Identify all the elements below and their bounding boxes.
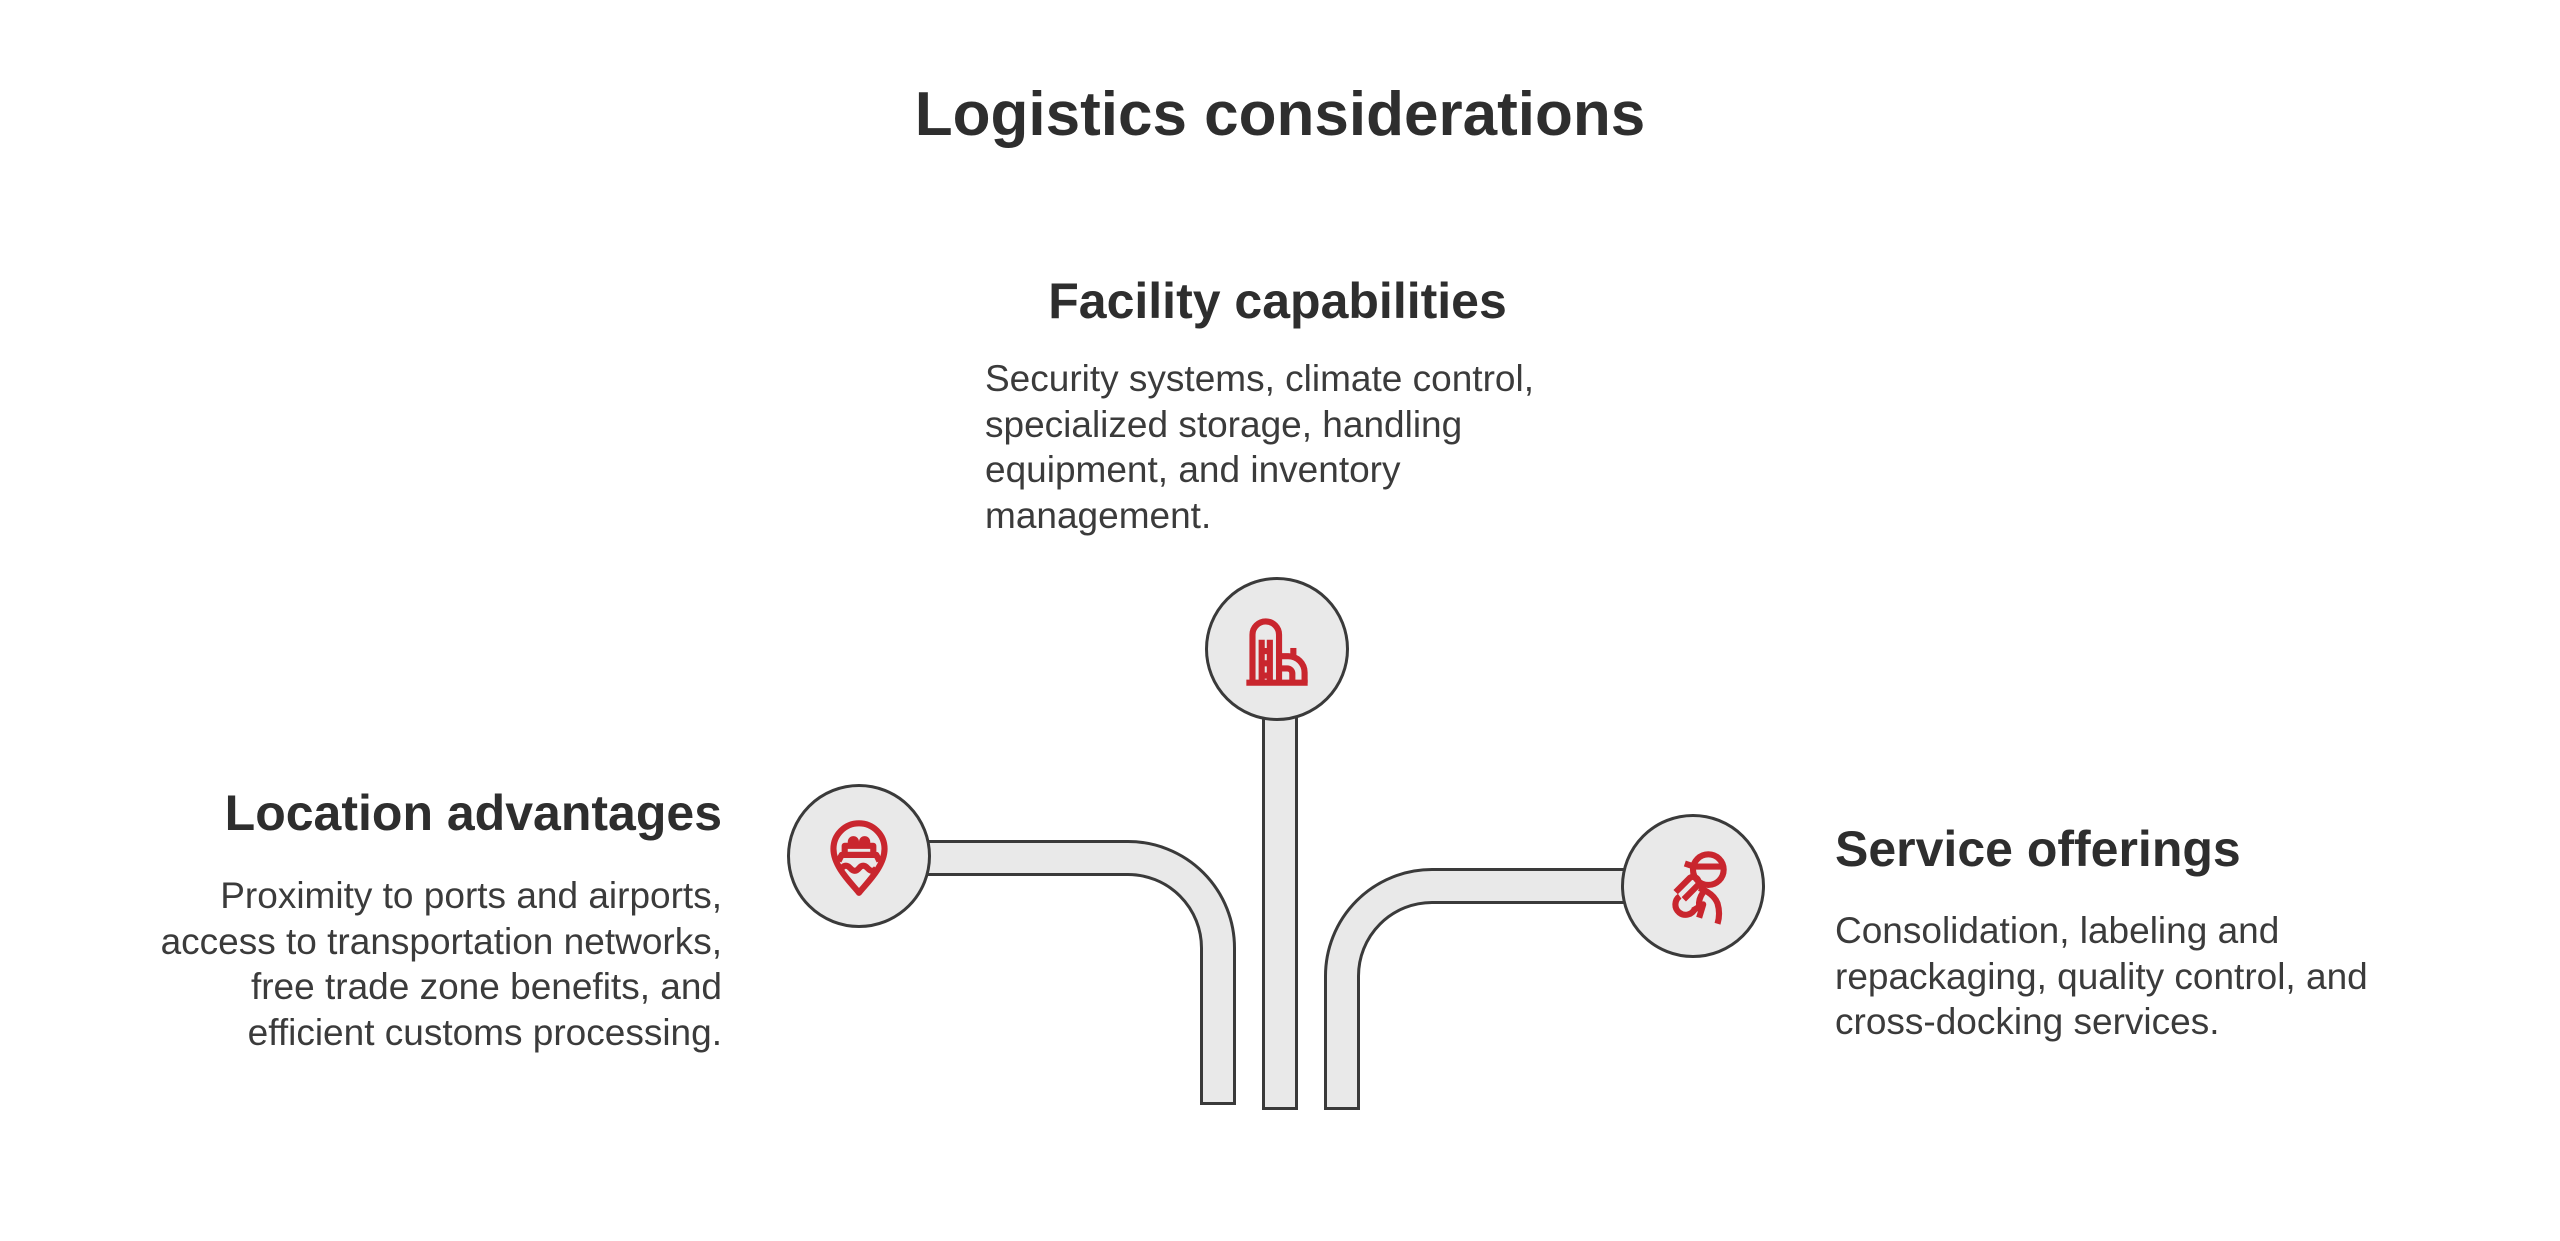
- section-location-advantages: Location advantages Proximity to ports a…: [122, 784, 722, 1055]
- pipe-right-branch: [1324, 868, 1696, 1110]
- location-node-circle: [787, 784, 931, 928]
- facility-description: Security systems, climate control, speci…: [985, 358, 1534, 536]
- service-node-circle: [1621, 814, 1765, 958]
- port-location-pin-icon: [830, 820, 888, 896]
- section-service-offerings: Service offerings Consolidation, labelin…: [1835, 820, 2395, 1045]
- page-title: Logistics considerations: [914, 80, 1646, 149]
- section-facility-capabilities: Facility capabilities Security systems, …: [985, 272, 1570, 538]
- facility-heading: Facility capabilities: [1048, 273, 1507, 329]
- logistics-worker-icon: [1672, 851, 1727, 925]
- service-description: Consolidation, labeling and repackaging,…: [1835, 910, 2368, 1042]
- location-description: Proximity to ports and airports, access …: [160, 875, 722, 1053]
- location-heading: Location advantages: [224, 785, 722, 841]
- facility-node-circle: [1205, 577, 1349, 721]
- silo-tank-icon: [1246, 618, 1308, 686]
- service-heading: Service offerings: [1835, 821, 2241, 877]
- pipe-left-branch: [862, 840, 1236, 1105]
